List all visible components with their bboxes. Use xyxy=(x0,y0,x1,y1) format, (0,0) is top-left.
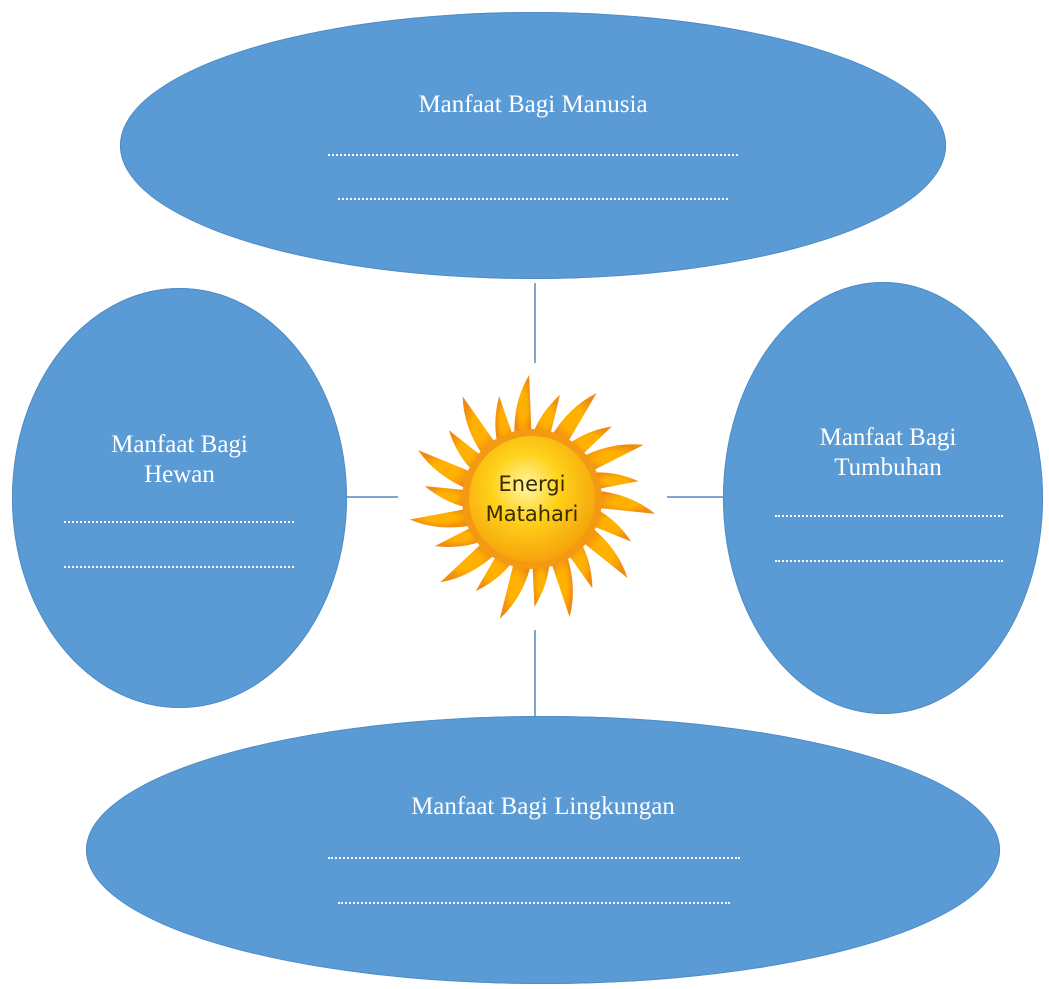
center-label-line1: Energi xyxy=(498,472,566,496)
node-manfaat-hewan: Manfaat Bagi Hewan xyxy=(12,288,347,708)
sun-ray xyxy=(550,553,573,618)
sun-ray xyxy=(595,490,656,514)
sun-icon xyxy=(409,375,656,619)
node-title: Manfaat Bagi Hewan xyxy=(111,431,248,488)
sun-ray xyxy=(418,450,474,490)
sun-ray xyxy=(590,508,632,542)
sun-ray xyxy=(550,393,597,445)
node-manfaat-lingkungan: Manfaat Bagi Lingkungan xyxy=(86,716,1000,984)
answer-line[interactable] xyxy=(338,198,728,200)
sun-node: Energi Matahari xyxy=(405,372,659,626)
connector-right xyxy=(667,496,723,498)
connector-left xyxy=(346,496,398,498)
sun-ray xyxy=(514,375,532,438)
connector-bottom xyxy=(534,630,536,716)
answer-line[interactable] xyxy=(328,154,738,156)
center-label-line2: Matahari xyxy=(485,502,579,526)
sun-ray xyxy=(462,396,498,457)
node-title: Manfaat Bagi Manusia xyxy=(418,91,648,118)
node-title: Manfaat Bagi Tumbuhan xyxy=(819,424,957,481)
answer-line[interactable] xyxy=(328,857,740,859)
answer-line[interactable] xyxy=(775,560,1003,562)
node-manfaat-tumbuhan: Manfaat Bagi Tumbuhan xyxy=(723,282,1043,714)
connector-top xyxy=(534,283,536,363)
sun-ray xyxy=(499,560,532,619)
sun-ray xyxy=(424,486,469,508)
answer-line[interactable] xyxy=(338,902,730,904)
sun-ray xyxy=(409,508,474,528)
sun-ray xyxy=(532,394,561,438)
sun-ray xyxy=(580,444,644,472)
sun-ray xyxy=(440,541,498,583)
center-label: Energi Matahari xyxy=(405,372,659,626)
sun-ray xyxy=(590,472,639,490)
sun-ray xyxy=(495,396,514,445)
answer-line[interactable] xyxy=(64,521,294,523)
sun-ray xyxy=(532,560,550,607)
sun-ray xyxy=(580,526,628,579)
answer-line[interactable] xyxy=(64,566,294,568)
node-manfaat-manusia: Manfaat Bagi Manusia xyxy=(120,12,946,279)
answer-line[interactable] xyxy=(775,515,1003,517)
node-title: Manfaat Bagi Lingkungan xyxy=(411,793,675,820)
